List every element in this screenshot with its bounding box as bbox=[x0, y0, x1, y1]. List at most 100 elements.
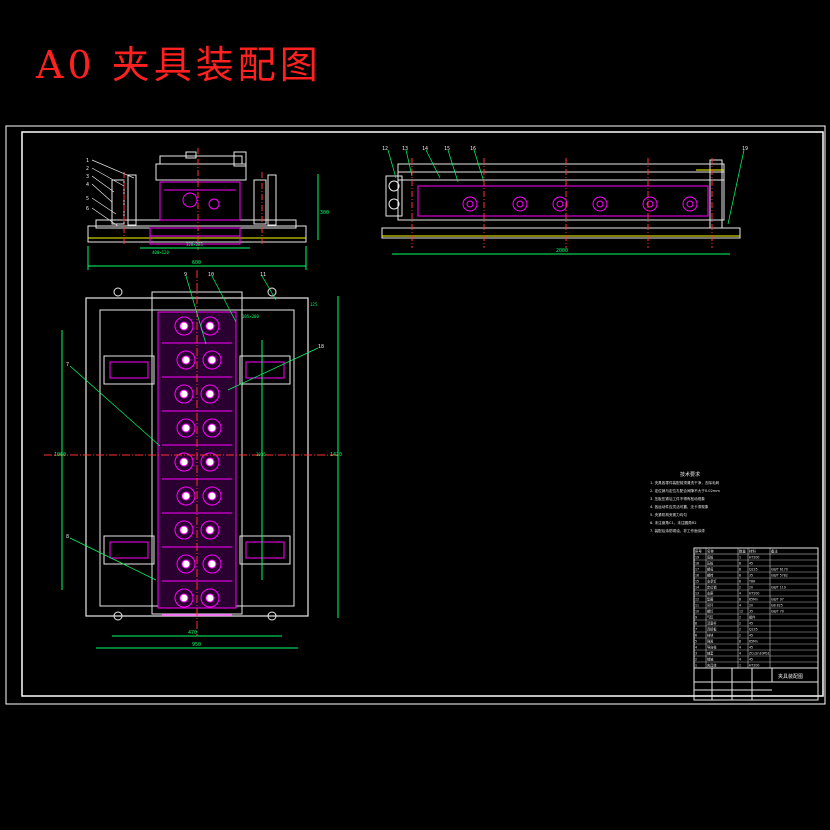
side-holes bbox=[462, 196, 698, 212]
bom-cell: 1 bbox=[695, 664, 697, 668]
bom-cell: 4 bbox=[739, 646, 741, 650]
leader-2: 2 bbox=[86, 166, 89, 172]
tech-note-item: 7. 装配后涂防锈油，非工作面涂漆 bbox=[650, 528, 705, 533]
bom-cell: 2 bbox=[739, 622, 741, 626]
bolt-hole bbox=[205, 457, 215, 467]
bom-cell: ZCuSn10Pb1 bbox=[749, 652, 770, 656]
bom-cell: GB 825 bbox=[771, 604, 783, 608]
bom-cell: 挡块 bbox=[707, 633, 714, 638]
leader-12: 12 bbox=[382, 146, 388, 152]
bolt-hole bbox=[181, 423, 191, 433]
bom-cell: 螺栓 bbox=[707, 573, 714, 578]
bom-cell: 45 bbox=[749, 634, 753, 638]
bom-cell: 底板 bbox=[707, 555, 714, 560]
leader-6: 6 bbox=[86, 206, 89, 212]
bom-header-cell: 数量 bbox=[739, 549, 746, 554]
leader-5: 5 bbox=[86, 196, 89, 202]
bom-cell: 8 bbox=[739, 562, 741, 566]
leader-11: 11 bbox=[260, 272, 266, 278]
leader-15: 15 bbox=[444, 146, 450, 152]
tech-note-item: 5. 夹紧机构夹紧力均匀 bbox=[650, 512, 687, 517]
bom-cell: 35 bbox=[749, 574, 753, 578]
top-dim-width-inner: 470 bbox=[188, 630, 197, 636]
bolt-hole bbox=[205, 389, 215, 399]
bom-cell: 11 bbox=[695, 604, 699, 608]
bolt-boss bbox=[174, 384, 194, 404]
bom-cell: 45 bbox=[749, 562, 753, 566]
leader-13: 13 bbox=[402, 146, 408, 152]
bom-cell: 支承钉 bbox=[707, 579, 717, 584]
tech-note-item: 3. 压板压紧后工件不得有松动现象 bbox=[650, 496, 705, 501]
bom-cell: 16 bbox=[695, 574, 699, 578]
bolt-hole bbox=[207, 559, 217, 569]
leader-10: 10 bbox=[208, 272, 214, 278]
front-dim-width: 600 bbox=[192, 260, 201, 266]
bom-cell: 吊环 bbox=[707, 604, 713, 608]
side-view: 2000 12 13 14 15 16 19 bbox=[381, 146, 748, 255]
bom-cell: 螺钉 bbox=[707, 609, 714, 614]
bom-cell: 6 bbox=[739, 580, 741, 584]
bolt-hole bbox=[205, 525, 215, 535]
bom-cell: 4 bbox=[739, 658, 741, 662]
front-dim-base: 400×120 bbox=[152, 250, 169, 255]
bom-cell: 4 bbox=[739, 652, 741, 656]
bom-cell: 18 bbox=[695, 562, 699, 566]
bom-cell: 3 bbox=[695, 652, 697, 656]
leader-7: 7 bbox=[66, 362, 69, 368]
bolt-hole bbox=[205, 593, 215, 603]
bom-cell: 45 bbox=[749, 622, 753, 626]
leader-19: 19 bbox=[742, 146, 748, 152]
bom-cell: 9 bbox=[695, 616, 697, 620]
title-block-name: 夹具装配图 bbox=[778, 673, 803, 680]
bolt-boss bbox=[200, 384, 220, 404]
leader-8: 8 bbox=[66, 534, 69, 540]
bolt-boss bbox=[174, 452, 194, 472]
bom-cell: 气缸 bbox=[707, 615, 714, 620]
bolt-boss bbox=[202, 418, 222, 438]
bom-cell: 2 bbox=[739, 634, 741, 638]
top-dim-length-total: 1420 bbox=[330, 452, 342, 458]
bom-cell: 65Mn bbox=[749, 640, 758, 644]
bom-cell: 5 bbox=[695, 640, 697, 644]
bom-cell: 支座 bbox=[707, 591, 714, 596]
bolt-hole bbox=[179, 389, 189, 399]
bom-cell: HT200 bbox=[749, 664, 759, 668]
tech-note-item: 1. 夹具各零件装配前须清洗干净，去除毛刺 bbox=[650, 480, 720, 485]
leader-18: 18 bbox=[318, 344, 324, 350]
bom-cell: 2 bbox=[739, 586, 741, 590]
side-dim-length: 2000 bbox=[556, 248, 568, 254]
bom-cell: 轴套 bbox=[707, 651, 714, 656]
bom-cell: GB/T 5782 bbox=[771, 574, 788, 578]
bom-cell: 定位销 bbox=[707, 585, 717, 590]
bolt-boss bbox=[200, 588, 220, 608]
leader-16: 16 bbox=[470, 146, 476, 152]
bolt-boss bbox=[202, 486, 222, 506]
bolt-hole bbox=[179, 457, 189, 467]
bom-cell: 垫圈 bbox=[707, 597, 713, 602]
bom-cell: 弹簧 bbox=[707, 639, 714, 644]
bom-cell: 45 bbox=[749, 646, 753, 650]
inner-frame bbox=[21, 131, 824, 697]
bolt-boss bbox=[202, 554, 222, 574]
bolt-boss bbox=[176, 418, 196, 438]
bom-cell: 20 bbox=[749, 586, 753, 590]
bolt-hole bbox=[207, 355, 217, 365]
bom-cell: HT200 bbox=[749, 556, 759, 560]
bom-cell: 7 bbox=[695, 628, 697, 632]
bolt-hole bbox=[181, 559, 191, 569]
bom-cell: 2 bbox=[739, 628, 741, 632]
bom-cell: 13 bbox=[695, 592, 699, 596]
leader-3: 3 bbox=[86, 174, 89, 180]
bolt-boss bbox=[202, 350, 222, 370]
bom-cell: 销轴 bbox=[707, 657, 713, 662]
bom-cell: 8 bbox=[739, 568, 741, 572]
bom-cell: 压板 bbox=[707, 561, 714, 566]
leader-4: 4 bbox=[86, 182, 89, 188]
bolt-hole bbox=[181, 355, 191, 365]
bom-cell: 组件 bbox=[749, 615, 756, 620]
bolt-hole bbox=[181, 491, 191, 501]
bom-cell: 2 bbox=[695, 658, 697, 662]
top-dim-width-outer: 950 bbox=[192, 642, 201, 648]
bom-cell: 20 bbox=[749, 604, 753, 608]
